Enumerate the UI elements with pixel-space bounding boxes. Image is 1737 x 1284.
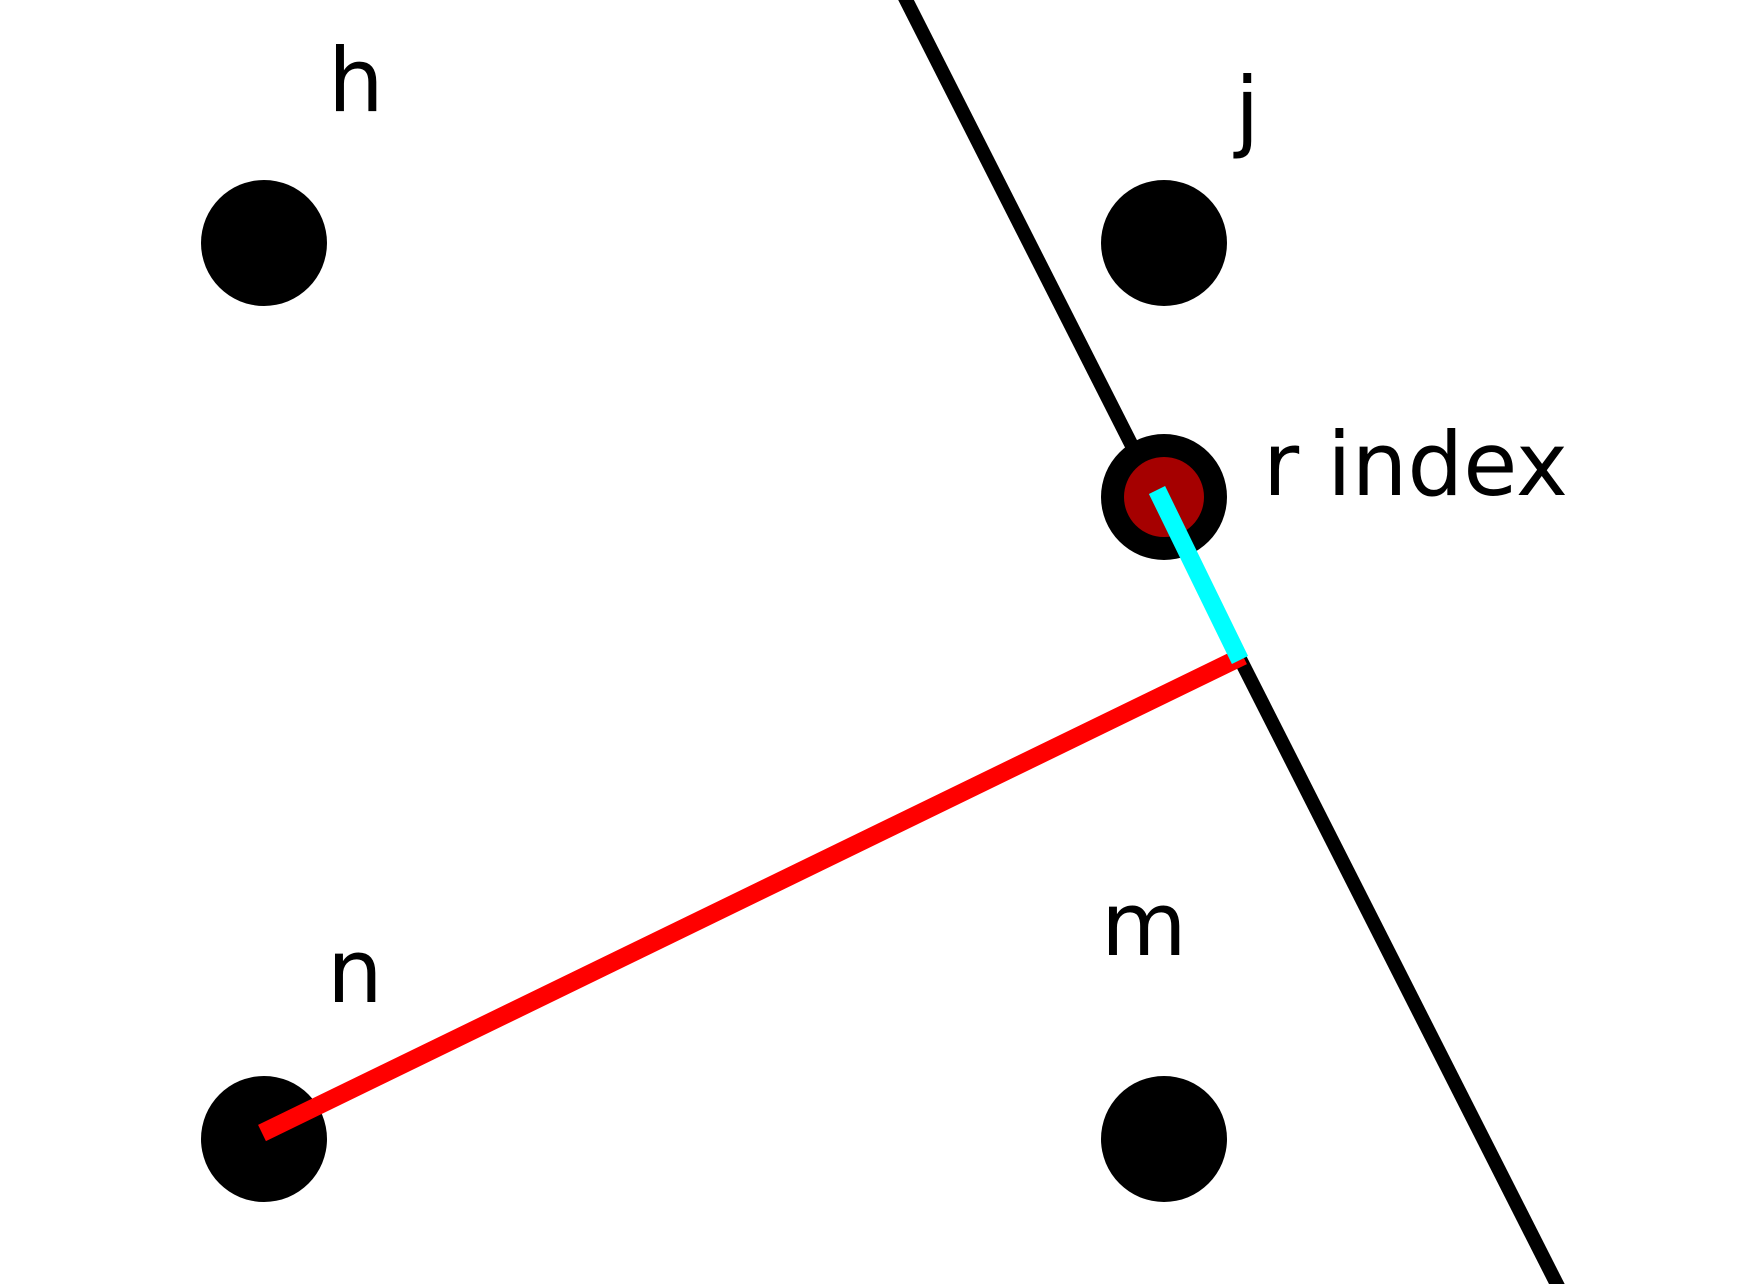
label-n: n	[327, 920, 383, 1023]
point-h	[201, 180, 327, 306]
label-h: h	[328, 29, 384, 132]
label-m: m	[1101, 873, 1187, 976]
point-n	[201, 1076, 327, 1202]
projection-segment-n	[258, 647, 1247, 1142]
perpendicular-segment-r	[1148, 486, 1249, 664]
label-j: j	[1233, 58, 1259, 161]
label-r: r index	[1263, 413, 1568, 516]
point-m	[1101, 1076, 1227, 1202]
point-j	[1101, 180, 1227, 306]
